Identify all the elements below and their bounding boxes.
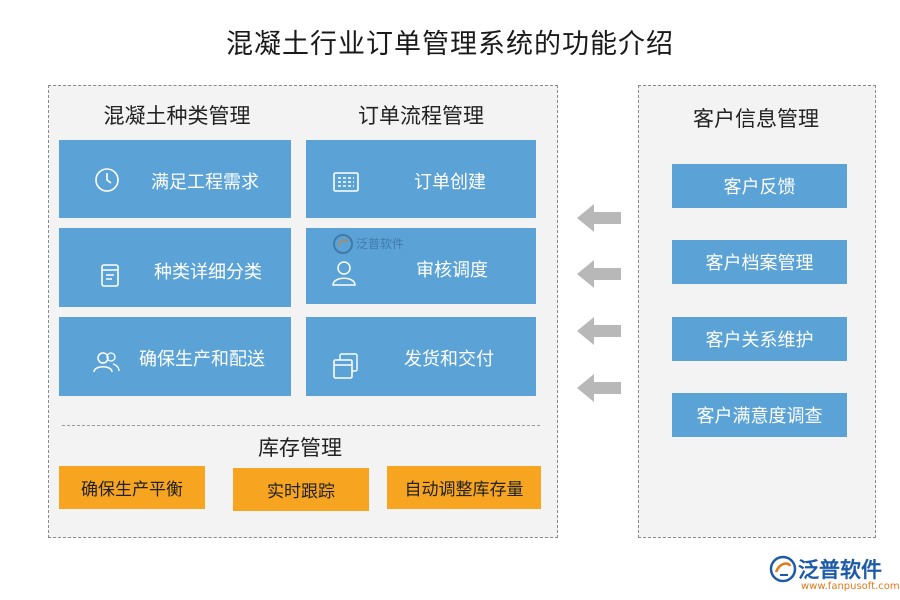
- customer-item-feedback[interactable]: 客户反馈: [672, 164, 847, 208]
- card-label: 确保生产和配送: [139, 349, 265, 370]
- customer-item-relationship[interactable]: 客户关系维护: [672, 317, 847, 361]
- card-order-create[interactable]: 订单创建: [306, 140, 536, 218]
- card-label: 种类详细分类: [154, 262, 262, 283]
- card-label: 满足工程需求: [151, 172, 259, 193]
- order-flow-heading: 订单流程管理: [358, 104, 484, 128]
- customer-item-satisfaction[interactable]: 客户满意度调查: [672, 393, 847, 437]
- card-type-classification[interactable]: 种类详细分类: [59, 228, 291, 307]
- brand-logo-icon: [333, 234, 353, 254]
- arrow-left-icon: [577, 374, 621, 402]
- arrow-left-icon: [577, 317, 621, 345]
- customer-heading: 客户信息管理: [693, 107, 819, 131]
- card-label: 审核调度: [416, 260, 488, 281]
- form-icon: [333, 172, 359, 192]
- card-label: 订单创建: [414, 172, 486, 193]
- concrete-types-heading: 混凝土种类管理: [103, 104, 251, 128]
- users-icon: [93, 352, 120, 373]
- brand-logo-icon: [769, 555, 797, 583]
- inventory-item-production-balance[interactable]: 确保生产平衡: [59, 466, 205, 509]
- card-meet-engineering-needs[interactable]: 满足工程需求: [59, 140, 291, 218]
- inventory-heading: 库存管理: [258, 436, 342, 460]
- inventory-item-realtime-tracking[interactable]: 实时跟踪: [233, 468, 369, 511]
- card-ensure-production-delivery[interactable]: 确保生产和配送: [59, 317, 291, 396]
- document-icon: [101, 264, 119, 287]
- customer-item-profile[interactable]: 客户档案管理: [672, 240, 847, 284]
- arrow-left-icon: [577, 204, 621, 232]
- clock-icon: [95, 168, 119, 192]
- brand-name: 泛普软件: [798, 558, 882, 582]
- right-panel: [638, 85, 876, 538]
- brand-url: www.fanpusoft.com: [801, 581, 900, 592]
- files-icon: [333, 353, 358, 379]
- page-title: 混凝土行业订单管理系统的功能介绍: [226, 29, 674, 60]
- inventory-item-auto-adjust[interactable]: 自动调整库存量: [387, 466, 541, 509]
- watermark-text: 泛普软件: [356, 237, 405, 251]
- arrow-left-icon: [577, 260, 621, 288]
- section-divider: [62, 425, 540, 426]
- brand-logo: 泛普软件 www.fanpusoft.com: [768, 552, 900, 597]
- user-icon: [332, 261, 356, 286]
- watermark-logo: 泛普软件: [332, 233, 412, 257]
- card-shipping-delivery[interactable]: 发货和交付: [306, 317, 536, 396]
- card-label: 发货和交付: [404, 349, 494, 370]
